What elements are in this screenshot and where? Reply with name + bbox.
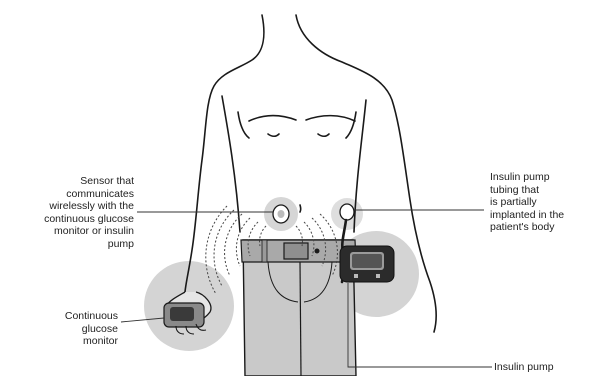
sensor-label-line: Sensor that bbox=[6, 175, 134, 188]
tubing-label: Insulin pump tubing that is partially im… bbox=[490, 171, 590, 234]
sensor-label-line: wirelessly with the bbox=[6, 200, 134, 213]
tubing-label-line: Insulin pump bbox=[490, 171, 590, 184]
tubing-label-line: patient's body bbox=[490, 221, 590, 234]
belt bbox=[241, 240, 356, 262]
sensor-label-line: continuous glucose bbox=[6, 213, 134, 226]
tubing-label-line: tubing that bbox=[490, 184, 590, 197]
tubing-label-line: is partially bbox=[490, 196, 590, 209]
cgm-label-line: monitor bbox=[10, 335, 118, 348]
tubing-insertion-site bbox=[340, 204, 354, 220]
sensor-device bbox=[273, 205, 289, 223]
sensor-label-line: pump bbox=[6, 238, 134, 251]
pump-label: Insulin pump bbox=[494, 361, 590, 374]
cgm-label: Continuous glucose monitor bbox=[10, 310, 118, 348]
sensor-label: Sensor that communicates wirelessly with… bbox=[6, 175, 134, 250]
cgm-label-line: Continuous bbox=[10, 310, 118, 323]
insulin-pump-device bbox=[340, 246, 394, 282]
sensor-label-line: communicates bbox=[6, 188, 134, 201]
cgm-label-line: glucose bbox=[10, 323, 118, 336]
pump-label-line: Insulin pump bbox=[494, 361, 590, 374]
belt-buckle bbox=[284, 243, 308, 259]
tubing-label-line: implanted in the bbox=[490, 209, 590, 222]
sensor-label-line: monitor or insulin bbox=[6, 225, 134, 238]
